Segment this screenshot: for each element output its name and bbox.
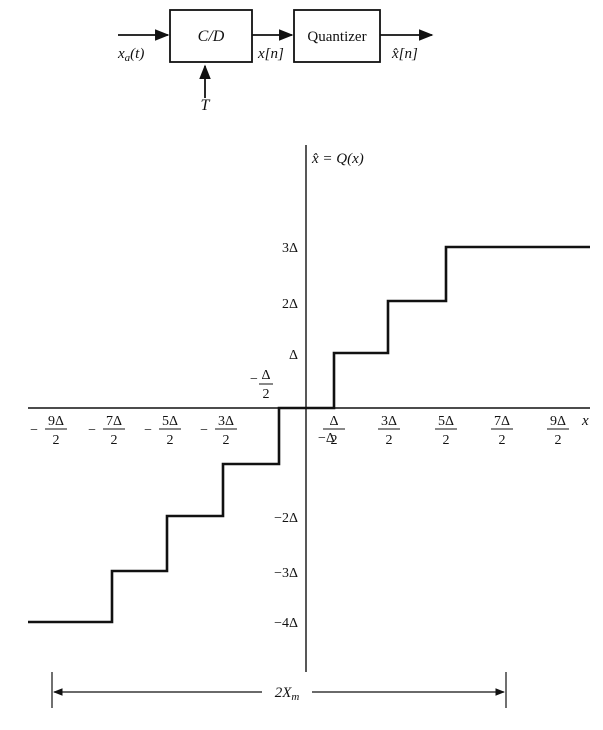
quantizer-label: Quantizer xyxy=(307,29,366,45)
x-tick-label: 7Δ2 xyxy=(491,414,513,448)
x-tick-label: −5Δ 2 xyxy=(144,414,181,448)
x-tick-label: −9Δ 2 xyxy=(30,414,67,448)
output-signal-label: x̂[n] xyxy=(391,46,418,62)
x-tick-num: 3Δ xyxy=(218,414,234,429)
x-tick-den: 2 xyxy=(111,433,118,448)
x-tick-num: Δ xyxy=(329,414,338,429)
x-tick-num: 5Δ xyxy=(162,414,178,429)
y-tick-neg-1: −Δ xyxy=(318,431,335,446)
x-tick-num: 5Δ xyxy=(438,414,454,429)
neg-half-delta-label: − Δ 2 xyxy=(250,368,273,402)
x-tick-den: 2 xyxy=(53,433,60,448)
x-axis-label: x xyxy=(581,413,589,429)
x-tick-num: 9Δ xyxy=(48,414,64,429)
x-tick-num: 7Δ xyxy=(106,414,122,429)
x-tick-label: −3Δ 2 xyxy=(200,414,237,448)
x-tick-label: Δ2 xyxy=(323,414,345,448)
y-tick-labels: 3Δ 2Δ Δ −Δ −2Δ −3Δ −4Δ xyxy=(274,241,335,631)
y-tick-neg-2: −2Δ xyxy=(274,511,298,526)
x-tick-den: 2 xyxy=(555,433,562,448)
x-tick-den: 2 xyxy=(331,433,338,448)
x-tick-den: 2 xyxy=(223,433,230,448)
x-tick-den: 2 xyxy=(443,433,450,448)
neg-half-den: 2 xyxy=(263,387,270,402)
sampling-period-label: T xyxy=(201,97,211,114)
x-tick-sign: − xyxy=(144,423,152,438)
x-tick-den: 2 xyxy=(499,433,506,448)
range-label: 2Xm xyxy=(275,685,300,703)
neg-half-num: Δ xyxy=(261,368,270,383)
x-tick-label: −7Δ 2 xyxy=(88,414,125,448)
neg-half-sign: − xyxy=(250,372,258,387)
quantizer-block xyxy=(293,9,381,63)
input-signal-label: xa(t) xyxy=(117,46,144,64)
x-tick-num: 7Δ xyxy=(494,414,510,429)
x-tick-den: 2 xyxy=(167,433,174,448)
intermediate-signal-label: x[n] xyxy=(257,46,284,62)
quantizer-staircase xyxy=(28,245,590,624)
x-tick-label: 3Δ2 xyxy=(378,414,400,448)
cd-converter-block xyxy=(169,9,253,63)
x-tick-num: 3Δ xyxy=(381,414,397,429)
y-tick-neg-3: −3Δ xyxy=(274,566,298,581)
cd-converter-label: C/D xyxy=(198,28,225,45)
y-tick-neg-4: −4Δ xyxy=(274,616,298,631)
x-tick-label: 9Δ2 xyxy=(547,414,569,448)
x-tick-sign: − xyxy=(88,423,96,438)
x-tick-den: 2 xyxy=(386,433,393,448)
range-indicator: 2Xm xyxy=(51,672,507,708)
y-tick-3: 3Δ xyxy=(282,241,298,256)
x-tick-label: 5Δ2 xyxy=(435,414,457,448)
function-label: x̂ = Q(x) xyxy=(311,151,364,167)
x-tick-num: 9Δ xyxy=(550,414,566,429)
y-tick-2: 2Δ xyxy=(282,297,298,312)
x-tick-sign: − xyxy=(30,423,38,438)
block-diagram: xa(t) C/D T x[n] Quantizer x̂[n] xyxy=(117,9,434,114)
y-tick-1: Δ xyxy=(289,348,298,363)
x-tick-sign: − xyxy=(200,423,208,438)
